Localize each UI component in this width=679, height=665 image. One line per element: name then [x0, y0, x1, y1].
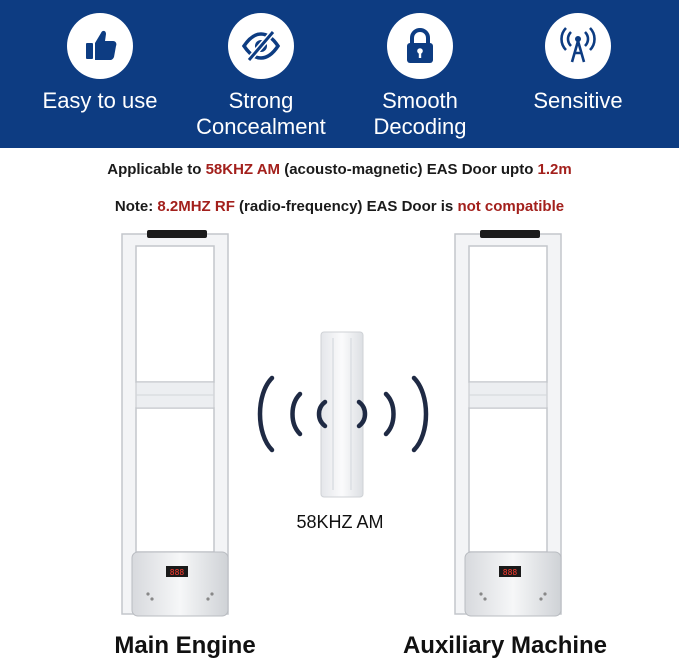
main-engine-caption: Main Engine — [114, 632, 256, 659]
info-highlight: 1.2m — [537, 161, 572, 178]
main-engine-gate: 888 — [121, 230, 229, 617]
compatibility-line: Applicable to 58KHZ AM (acousto-magnetic… — [0, 161, 679, 178]
feature-smooth-decoding: Smooth Decoding — [335, 0, 505, 148]
feature-label: Sensitive — [493, 88, 663, 114]
info-text: Applicable to — [107, 161, 206, 178]
am-security-tag — [320, 331, 364, 498]
feature-sensitive: Sensitive — [493, 0, 663, 148]
feature-label: Easy to use — [15, 88, 185, 114]
eas-illustration: 888 888 — [0, 222, 679, 622]
feature-easy-to-use: Easy to use — [15, 0, 185, 148]
signal-waves-right — [356, 375, 429, 453]
thumbs-up-icon — [67, 13, 133, 79]
info-text: (radio-frequency) EAS Door is — [234, 198, 458, 215]
display-panel: 888 — [499, 566, 521, 577]
display-readout: 888 — [170, 568, 185, 577]
feature-label-line2: Concealment — [196, 114, 326, 139]
feature-label: Smooth Decoding — [335, 88, 505, 140]
auxiliary-machine-caption: Auxiliary Machine — [402, 632, 608, 659]
eye-slash-icon — [228, 13, 294, 79]
info-highlight: 58KHZ AM — [205, 161, 281, 178]
display-panel: 888 — [166, 566, 188, 577]
info-highlight: 8.2MHZ RF — [157, 198, 235, 215]
display-readout: 888 — [503, 568, 518, 577]
feature-label: Strong Concealment — [176, 88, 346, 140]
feature-label-line1: Easy to use — [42, 88, 158, 113]
tag-frequency-label: 58KHZ AM — [296, 512, 384, 532]
padlock-icon — [387, 13, 453, 79]
auxiliary-machine-gate: 888 — [454, 230, 562, 617]
features-banner: Easy to use Strong Concealment — [0, 0, 679, 148]
feature-label-line1: Sensitive — [533, 88, 623, 113]
feature-label-line1: Smooth — [382, 88, 458, 113]
info-highlight: not compatible — [457, 198, 565, 215]
incompatibility-note: Note: 8.2MHZ RF (radio-frequency) EAS Do… — [0, 198, 679, 215]
feature-label-line1: Strong — [228, 88, 294, 113]
eas-illustration-svg: 888 888 — [121, 230, 562, 617]
info-text: Note: — [114, 198, 158, 215]
feature-label-line2: Decoding — [373, 114, 467, 139]
feature-strong-concealment: Strong Concealment — [176, 0, 346, 148]
signal-waves-left — [257, 375, 328, 453]
info-text: (acousto-magnetic) EAS Door upto — [280, 161, 538, 178]
antenna-signal-icon — [545, 13, 611, 79]
